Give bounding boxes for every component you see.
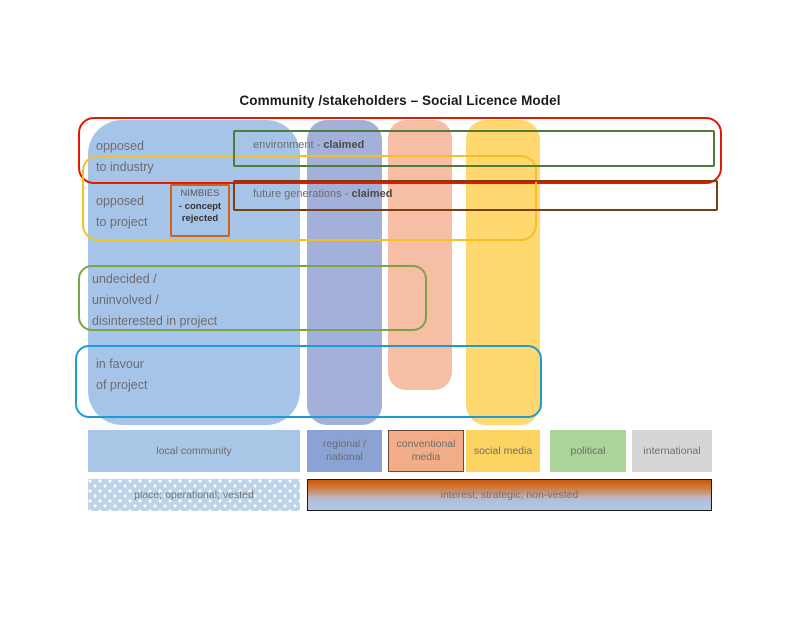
claim-future-generations-emphasis: claimed [351,188,393,200]
legend-cell-conventional-media: conventional media [388,430,464,472]
outline-environment-claimed [233,130,715,167]
claim-future-generations-text: future generations - [253,188,352,200]
row-label-in-favour: in favour of project [96,357,148,392]
claim-environment-text: environment - [253,139,324,151]
claim-future-generations: future generations - claimed [253,188,392,200]
outline-future-generations-claimed [233,180,718,211]
band-local-community [88,120,300,425]
nimbies-line-1: NIMBIES [180,188,220,199]
nimbies-label: NIMBIES - concept rejected [172,188,228,226]
page-title: Community /stakeholders – Social Licence… [239,93,561,108]
axis-bar-place-operational-vested: place; operational; vested [88,479,300,511]
outline-nimbies [170,184,230,237]
legend-cell-social-media: social media [466,430,540,472]
claim-environment-emphasis: claimed [323,139,365,151]
outline-in-favour [75,345,542,418]
legend-cell-regional-national: regional / national [307,430,382,472]
row-label-undecided: undecided / uninvolved / disinterested i… [92,272,218,328]
axis-bar-row: place; operational; vested interest; str… [0,479,800,513]
row-label-opposed-to-project: opposed to project [96,194,148,229]
outline-opposed-to-project [82,155,537,241]
outline-opposed-to-industry [78,117,722,184]
legend-cell-political: political [550,430,626,472]
legend-cell-local-community: local community [88,430,300,472]
axis-bar-interest-strategic-nonvested: interest; strategic; non-vested [307,479,712,511]
band-regional-national [307,120,382,425]
row-label-opposed-to-industry: opposed to industry [96,139,154,174]
nimbies-line-2: - concept [178,200,222,212]
nimbies-line-3: rejected [181,213,219,224]
legend-cell-international: international [632,430,712,472]
claim-environment: environment - claimed [253,139,364,151]
outline-undecided [78,265,427,331]
legend-row: local community regional / national conv… [0,430,800,474]
